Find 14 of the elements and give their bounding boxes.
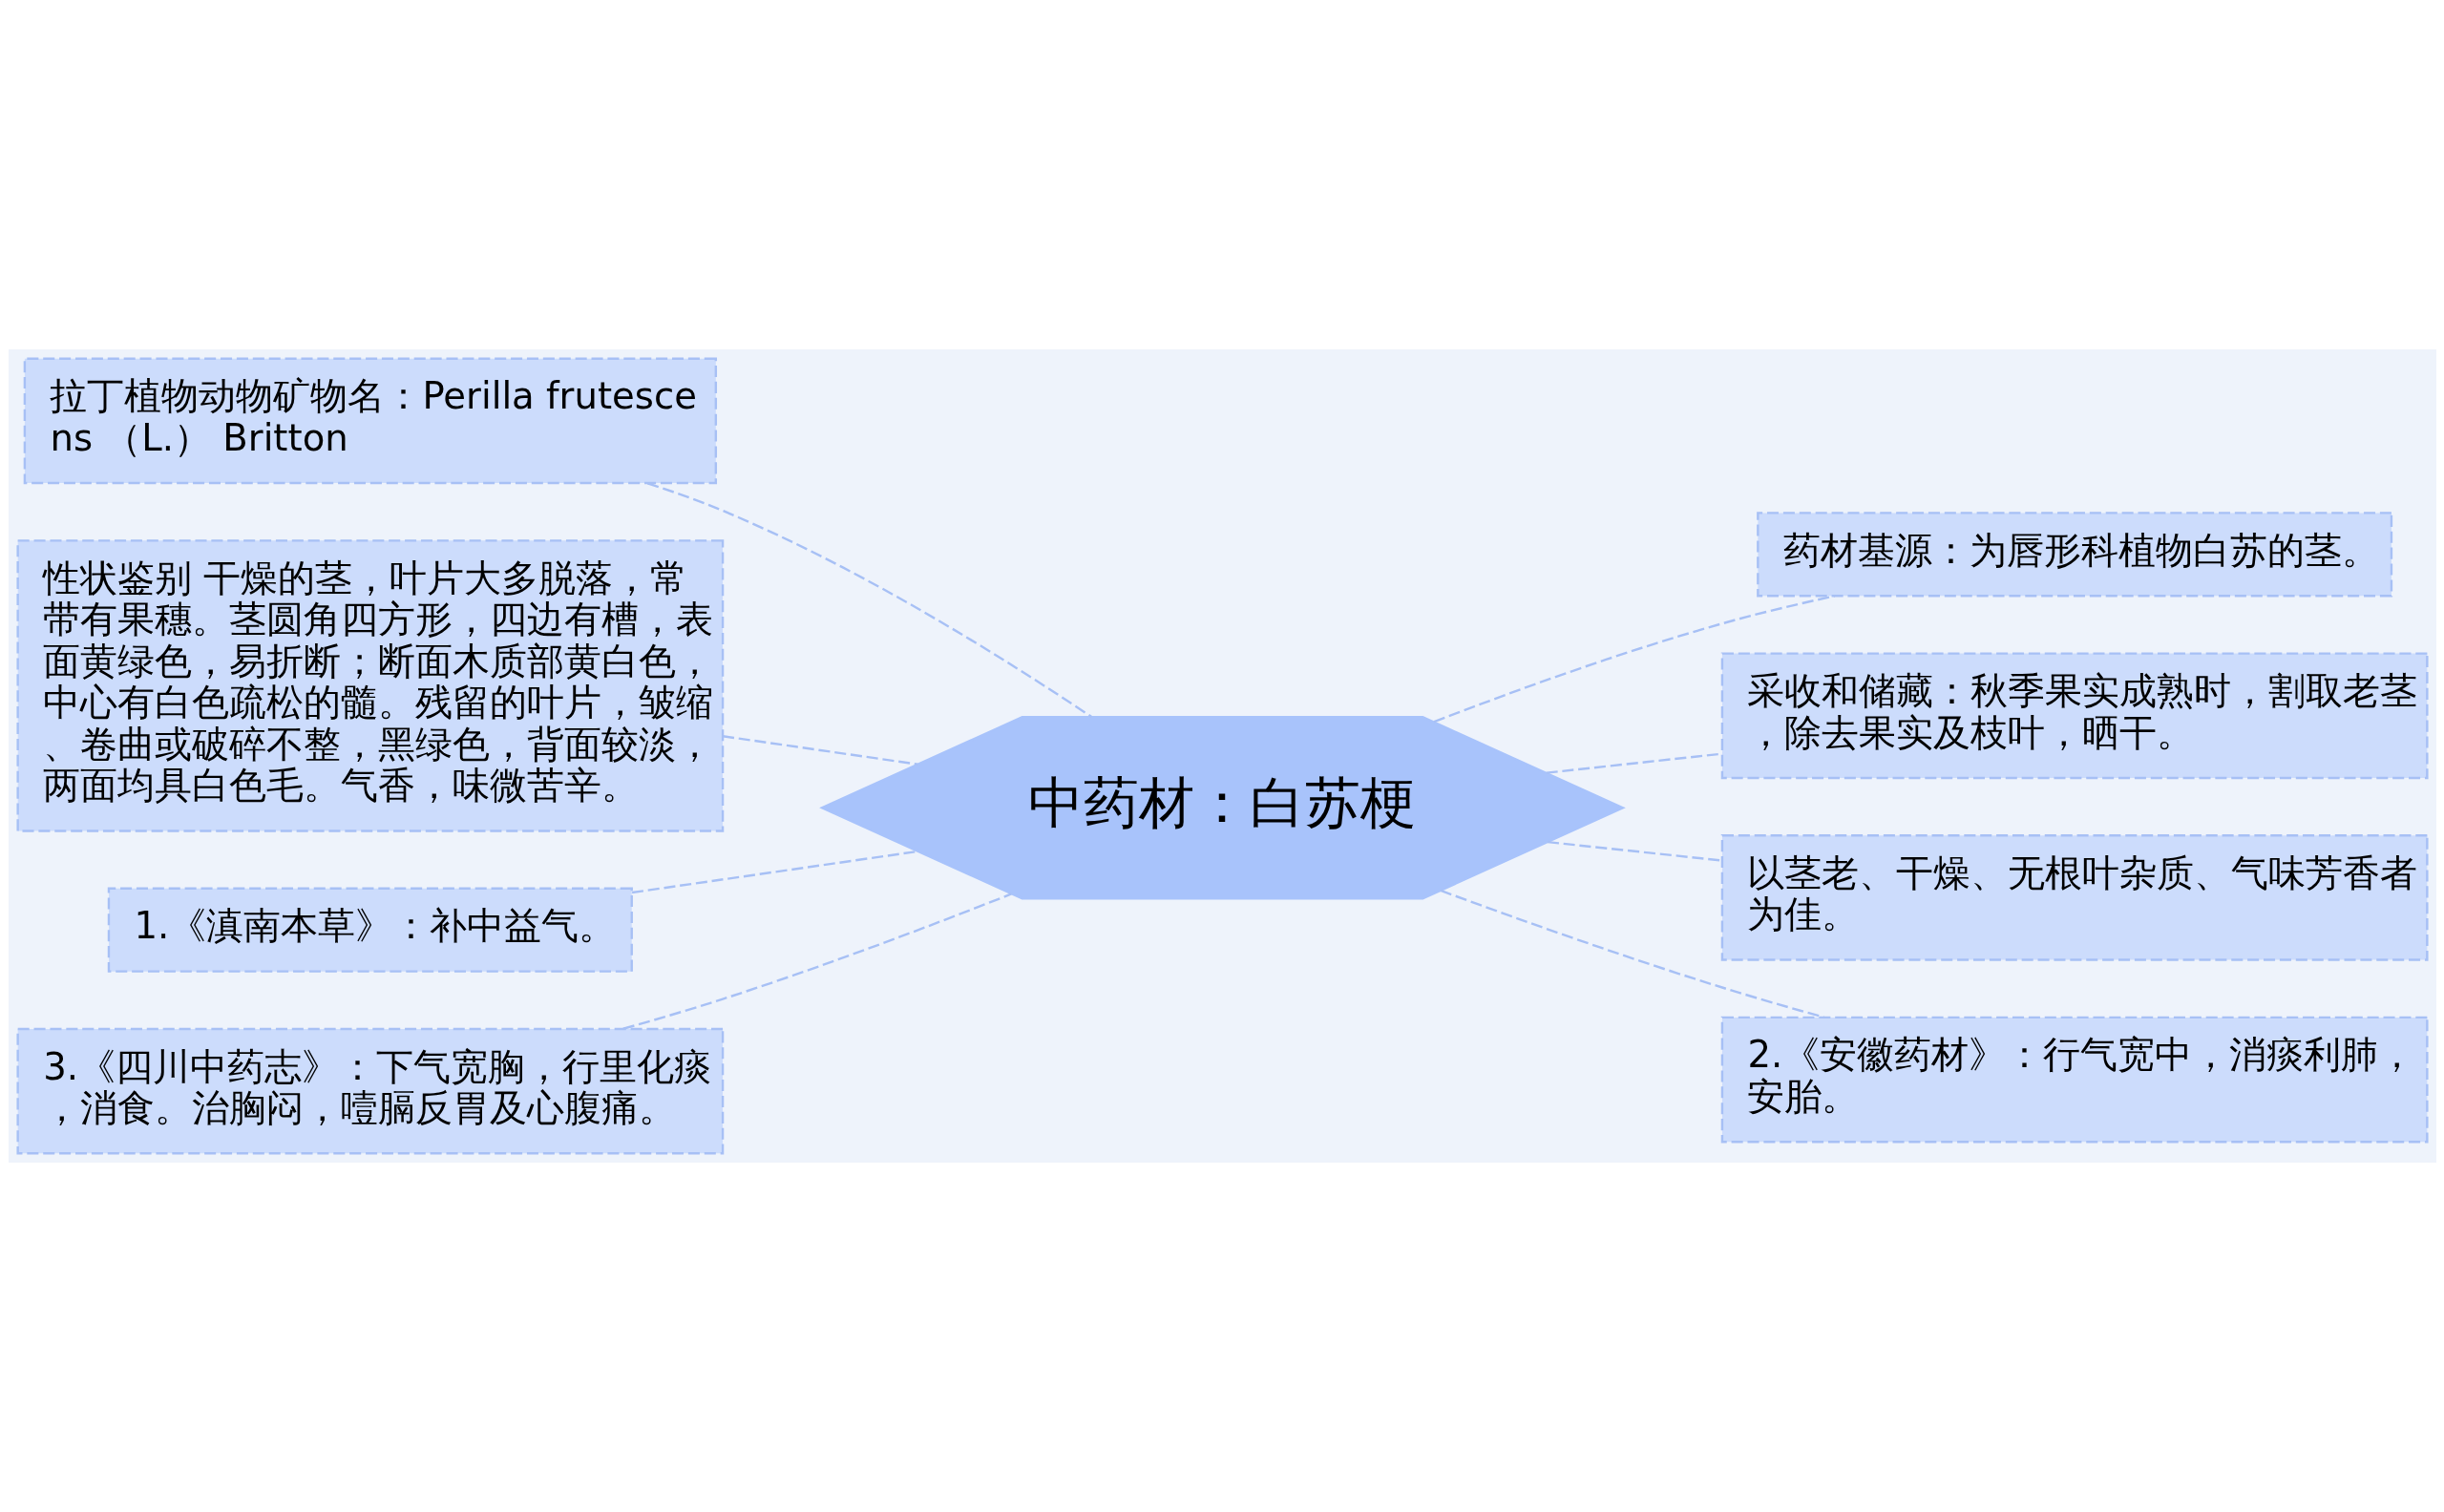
node-box: 采收和储藏：秋季果实成熟时，割取老茎，除去果实及枝叶，晒干。 xyxy=(1720,652,2429,780)
connector xyxy=(1440,889,1824,1018)
connector xyxy=(722,735,917,766)
connector xyxy=(1547,840,1722,862)
connector xyxy=(646,482,1092,719)
node-box: 性状鉴别 干燥的茎，叶片大多脱落，常带有果穗。茎圆角四方形，四边有槽，表面黄绿色，易折断；断面木质部黄白色，中心有白色疏松的髓。残留的叶片，皱缩、卷曲或破碎不整，黑绿色，背面较淡，两面均具白色毛。气香，味微苦辛。 xyxy=(15,539,724,832)
connector xyxy=(1433,595,1835,724)
node-box: 以茎老、干燥、无根叶杂质、气味芳香者为佳。 xyxy=(1720,834,2429,961)
node-box: 药材基源：为唇形科植物白苏的茎。 xyxy=(1756,512,2392,598)
connector xyxy=(622,892,1012,1030)
node-box: 1.《滇南本草》：补中益气。 xyxy=(107,887,633,973)
node-box: 3.《四川中药志》：下气宽胸，行里化痰，消食。治胸闷，噎膈反胃及心腹痛。 xyxy=(15,1027,724,1155)
node-box: 拉丁植物动物矿物名：Perilla frutescens （L.） Britton xyxy=(23,357,717,485)
node-box: 2.《安徽药材》：行气宽中，消痰利肺，安胎。 xyxy=(1720,1016,2429,1144)
